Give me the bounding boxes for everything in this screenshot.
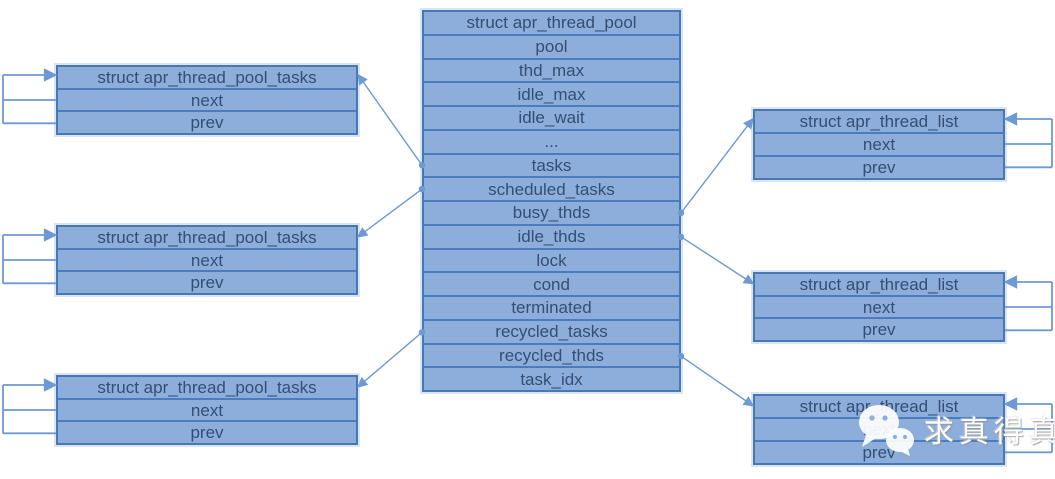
field-row-recycled-thds: recycled_thds <box>424 342 679 367</box>
watermark: 求真得真 <box>856 402 1055 456</box>
struct-box-apr-thread-list-1: struct apr_thread_list next prev <box>753 109 1005 180</box>
struct-title: struct apr_thread_pool_tasks <box>97 67 317 87</box>
field-row-prev: prev <box>58 270 356 293</box>
struct-box-apr-thread-list-2: struct apr_thread_list next prev <box>753 272 1005 342</box>
struct-title: struct apr_thread_pool_tasks <box>97 227 317 247</box>
field-row-scheduled-tasks: scheduled_tasks <box>424 176 679 200</box>
struct-title: struct apr_thread_pool <box>466 13 637 33</box>
watermark-text: 求真得真 <box>924 416 1055 449</box>
field-row-terminated: terminated <box>424 295 679 319</box>
field-row--: ... <box>424 128 679 153</box>
field-row-next: next <box>755 132 1003 155</box>
field-row-prev: prev <box>755 155 1003 178</box>
field-row-prev: prev <box>58 110 356 133</box>
struct-title: struct apr_thread_pool_tasks <box>97 377 317 397</box>
field-row-task-idx: task_idx <box>424 366 679 390</box>
field-row-idle-max: idle_max <box>424 81 679 105</box>
field-row-lock: lock <box>424 247 679 272</box>
field-row-next: next <box>58 247 356 271</box>
field-row-cond: cond <box>424 271 679 295</box>
field-row-idle-wait: idle_wait <box>424 105 679 129</box>
field-row-busy-thds: busy_thds <box>424 200 679 224</box>
wechat-icon <box>859 405 914 456</box>
field-row-prev: prev <box>755 440 1003 463</box>
struct-title: struct apr_thread_list <box>799 274 959 294</box>
field-row-prev: prev <box>755 317 1003 340</box>
field-row-pool: pool <box>424 33 679 58</box>
struct-title: struct apr_thread_list <box>799 112 959 131</box>
field-row-recycled-tasks: recycled_tasks <box>424 318 679 343</box>
struct-box-apr-thread-pool-tasks-1: struct apr_thread_pool_tasks next prev <box>56 65 358 135</box>
struct-box-apr-thread-pool-tasks-3: struct apr_thread_pool_tasks next prev <box>56 375 358 445</box>
struct-box-apr-thread-pool-tasks-2: struct apr_thread_pool_tasks next prev <box>56 225 358 295</box>
field-row-next: next <box>58 87 356 111</box>
field-row-prev: prev <box>58 420 356 443</box>
field-row-tasks: tasks <box>424 152 679 177</box>
field-row-next: next <box>58 397 356 421</box>
field-row-next: next <box>755 294 1003 318</box>
field-row-thd-max: thd_max <box>424 57 679 82</box>
field-row-idle-thds: idle_thds <box>424 223 679 248</box>
